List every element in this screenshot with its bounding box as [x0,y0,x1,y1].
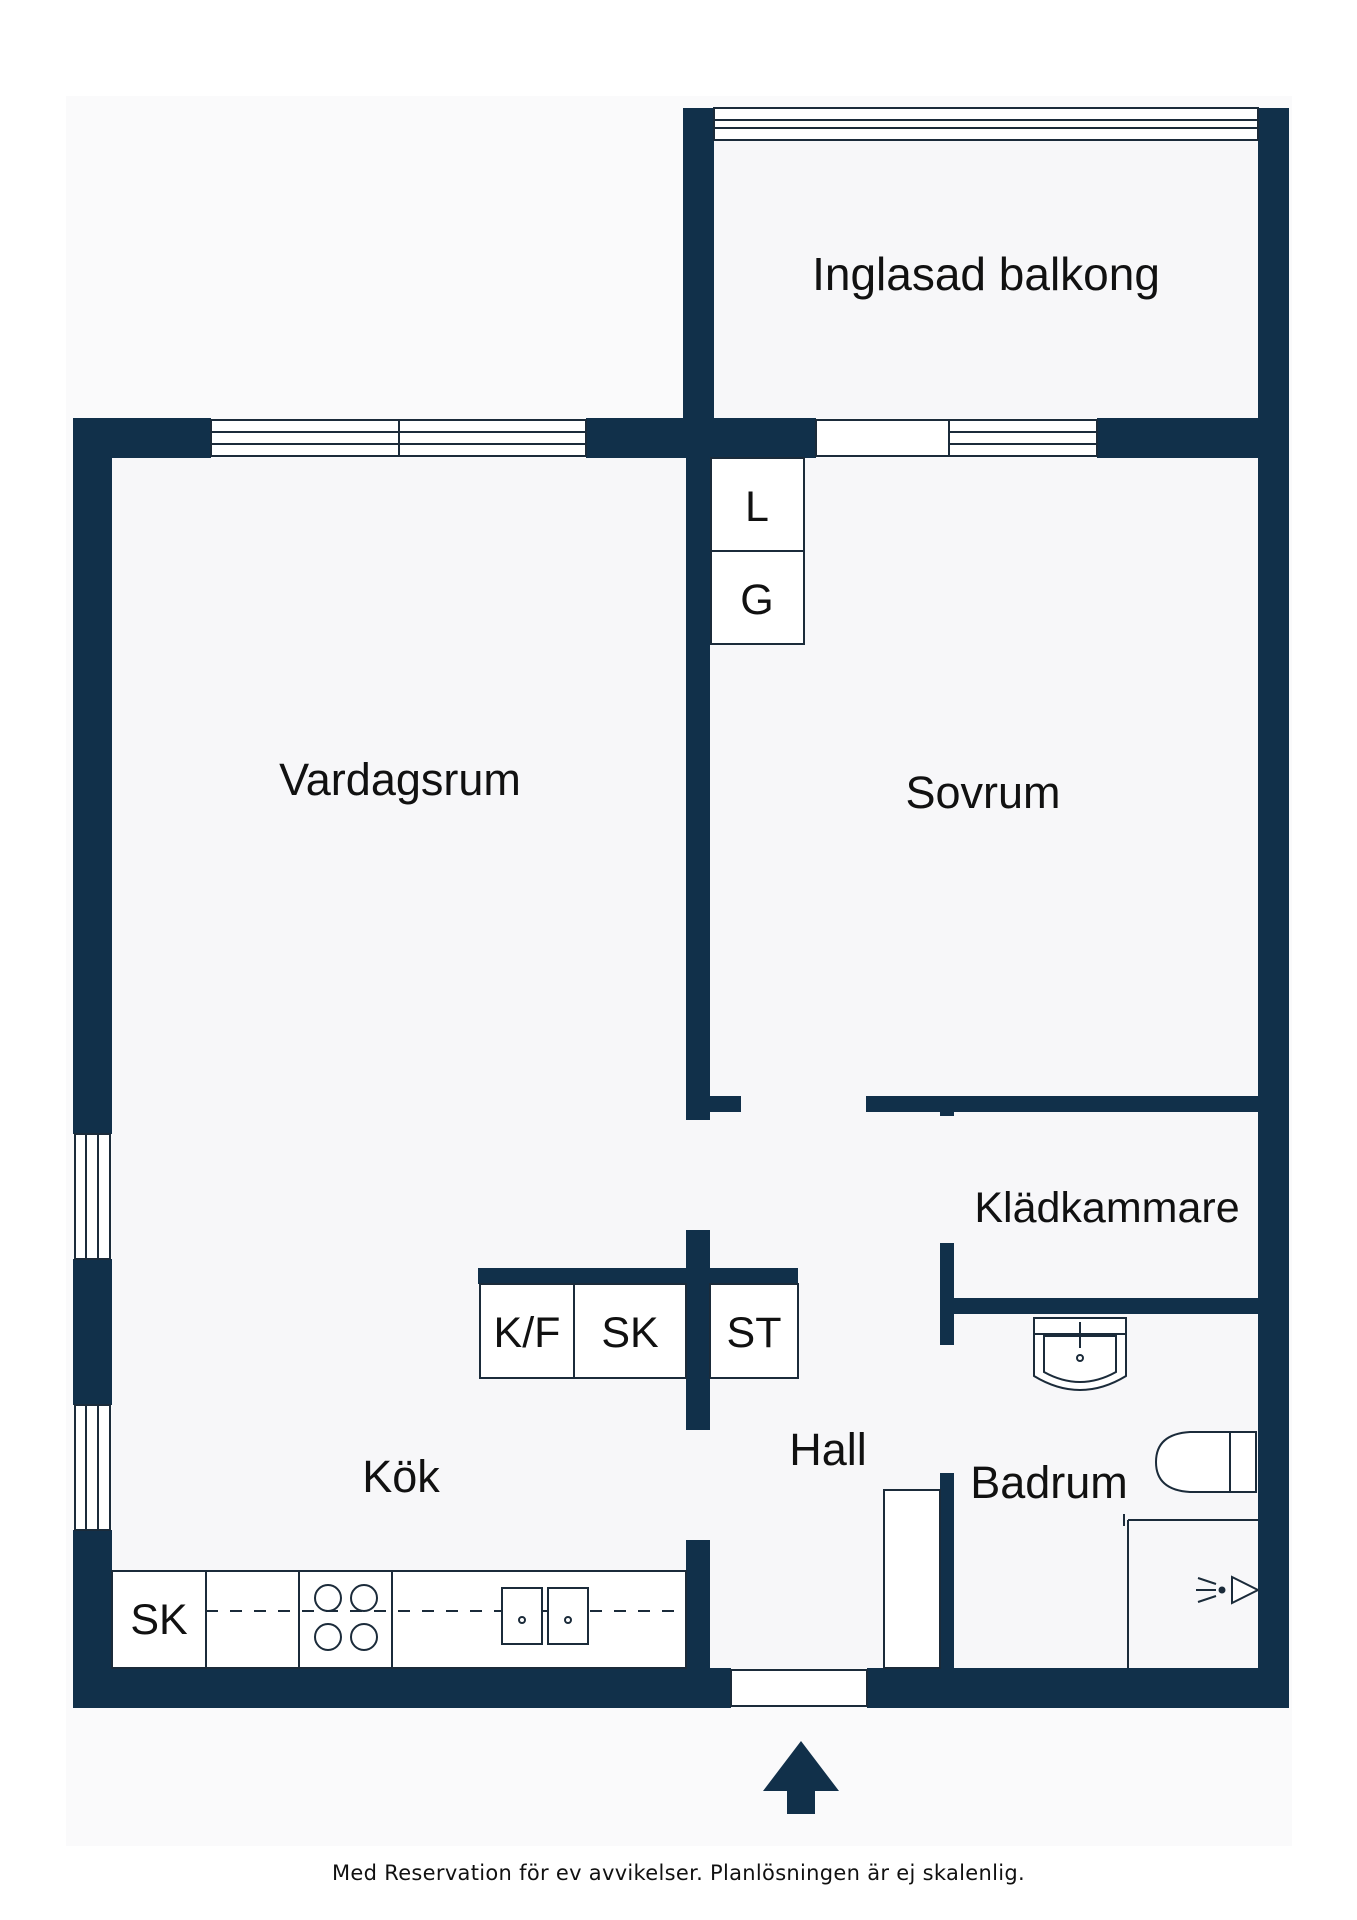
washbasin-icon [1033,1317,1127,1391]
right-wall [1258,418,1289,1708]
fixture-label-hall-cabinet: SK [601,1309,659,1357]
fixture-label-wardrobe: G [740,576,773,624]
kitchen-cabinet [111,1570,207,1669]
left-wall-top [73,418,112,1134]
fixtures [111,457,941,1669]
room-label-living-room: Vardagsrum [279,754,521,805]
room-label-hall: Hall [789,1424,867,1475]
bedroom-door-stub [686,1096,741,1112]
kitchen-counter [205,1570,687,1669]
walls [73,108,1289,1708]
bedroom-bottom-wall [866,1096,1259,1112]
shower-icon [1123,1514,1261,1668]
room-labels: Inglasad balkong Vardagsrum Sovrum Klädk… [279,248,1240,1508]
closet-door-stop [940,1110,954,1116]
left-window-upper [74,1133,111,1260]
top-wall-mid [586,418,816,458]
room-label-kitchen: Kök [362,1451,440,1502]
fixture-label-kitchen-cabinet: SK [130,1596,188,1644]
kitchen-sink-icon [501,1587,589,1645]
left-wall-mid [73,1259,112,1405]
closet-left-wall [940,1243,954,1345]
hall-cabinet [573,1283,687,1379]
room-label-bedroom: Sovrum [905,767,1060,818]
balcony-wall-right [1258,108,1289,458]
storage-cabinet [709,1283,799,1379]
bottom-wall-right [867,1668,1289,1708]
hall-shelf [883,1489,941,1669]
balcony-door [815,419,950,457]
windows [74,107,1259,1707]
room-label-balcony: Inglasad balkong [812,248,1160,300]
stove-icon [314,1584,378,1651]
bottom-wall-left [73,1668,731,1708]
disclaimer-text: Med Reservation för ev avvikelser. Planl… [332,1861,1025,1885]
living-bedroom-wall [686,458,710,1120]
balcony-glazing [713,107,1259,141]
bath-left-wall [940,1473,954,1669]
toilet-icon [1154,1431,1257,1493]
top-wall-right [1097,418,1289,458]
room-label-bathroom: Badrum [970,1457,1128,1508]
closet-bath-wall [954,1298,1259,1314]
fridge-freezer [479,1283,575,1379]
living-room-window [210,419,587,457]
linen-closet [710,457,805,552]
bedroom-window [948,419,1098,457]
cabinet-top-bar [478,1268,798,1284]
fixture-label-storage: ST [727,1309,782,1357]
fixture-label-fridge-freezer: K/F [494,1309,561,1357]
balcony-wall-left [683,108,714,458]
fixture-label-linen-closet: L [745,483,769,531]
entrance-door-opening [730,1669,868,1707]
wardrobe [710,550,805,645]
left-window-lower [74,1404,111,1531]
fixture-labels: L G K/F SK ST SK [130,483,781,1644]
hall-divider-wall [686,1230,710,1430]
arrow-up-icon [763,1741,839,1814]
room-label-walk-in-closet: Klädkammare [974,1184,1239,1232]
kitchen-hall-wall [686,1540,710,1670]
